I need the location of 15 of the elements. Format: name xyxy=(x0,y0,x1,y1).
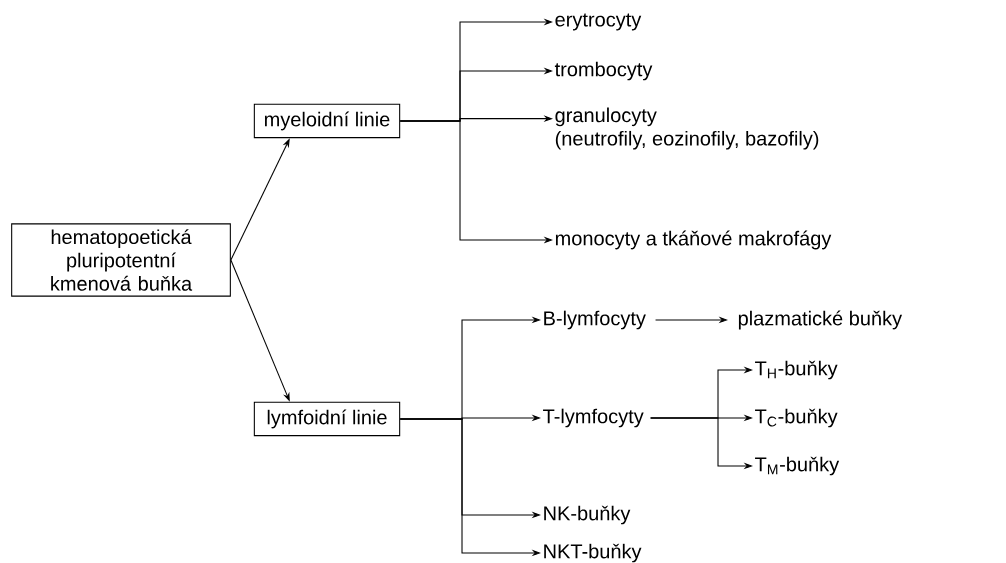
cell-label: plazmatické buňky xyxy=(738,310,903,330)
cell-label: NKT-buňky xyxy=(544,543,642,563)
cell-label: erytrocyty xyxy=(555,13,642,31)
cell-label: monocyty a tkáňové makrofágy xyxy=(555,230,832,250)
cell-box: myeloidní linie xyxy=(253,103,401,139)
cell-box: lymfoidní linie xyxy=(253,401,401,437)
cell-label: T-lymfocyty xyxy=(543,408,644,428)
cell-label: T$_{C}$-buňky xyxy=(755,408,838,428)
cell-label: granulocyty (neutrofily, eozinofily, bazofily) xyxy=(555,107,819,150)
cell-label: trombocyty xyxy=(554,61,653,81)
cell-label: B-lymfocyty xyxy=(544,310,646,330)
cell-label: T$_{M}$-buňky xyxy=(755,456,840,476)
cell-box: hematopoetická pluripotentní kmenová buňka xyxy=(11,223,231,297)
cell-label: NK-buňky xyxy=(544,505,631,525)
cell-label: T$_{H}$-buňky xyxy=(755,360,838,380)
